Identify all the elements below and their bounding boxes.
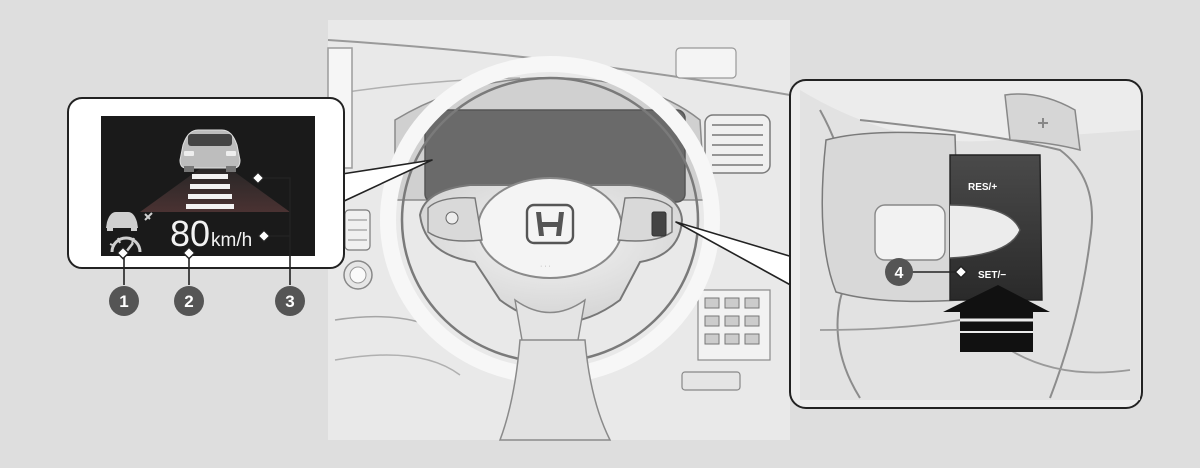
dashboard-illustration: · · · [327, 20, 791, 441]
air-vent-left [344, 209, 371, 251]
display-callout-panel: 80 km/h [67, 97, 345, 269]
callout-1: 1 [109, 286, 139, 316]
callout-diamonds-display [116, 171, 271, 260]
callout-4-diamond [954, 265, 968, 279]
paddle-shifter [1004, 93, 1081, 152]
steering-column [498, 339, 612, 441]
set-minus-button[interactable]: SET/− [978, 270, 1006, 281]
callout-4: 4 [885, 258, 913, 286]
steering-wheel [380, 56, 720, 384]
lead-vehicle-icon [179, 129, 241, 172]
set-speed-unit: km/h [211, 230, 252, 251]
center-switch-panel [681, 289, 771, 391]
callout-leaders-display [123, 177, 291, 285]
set-speed-value: 80 [170, 213, 210, 254]
callout-1-number: 1 [119, 292, 128, 311]
dash-top-detail [675, 47, 737, 79]
airbag-badge: · · · [540, 263, 551, 270]
callout-2-number: 2 [184, 292, 193, 311]
air-vent-right [704, 114, 771, 174]
switch-callout-panel: RES/+ SET/− [789, 79, 1143, 409]
res-plus-button[interactable]: RES/+ [968, 182, 997, 193]
press-arrow [943, 285, 1050, 352]
honda-logo [525, 203, 575, 245]
following-distance-bars [186, 174, 234, 209]
acc-indicator-icon [106, 212, 153, 253]
callout-2: 2 [174, 286, 204, 316]
callout-4-number: 4 [895, 265, 904, 282]
callout-3-number: 3 [285, 292, 294, 311]
callout-3: 3 [275, 286, 305, 316]
